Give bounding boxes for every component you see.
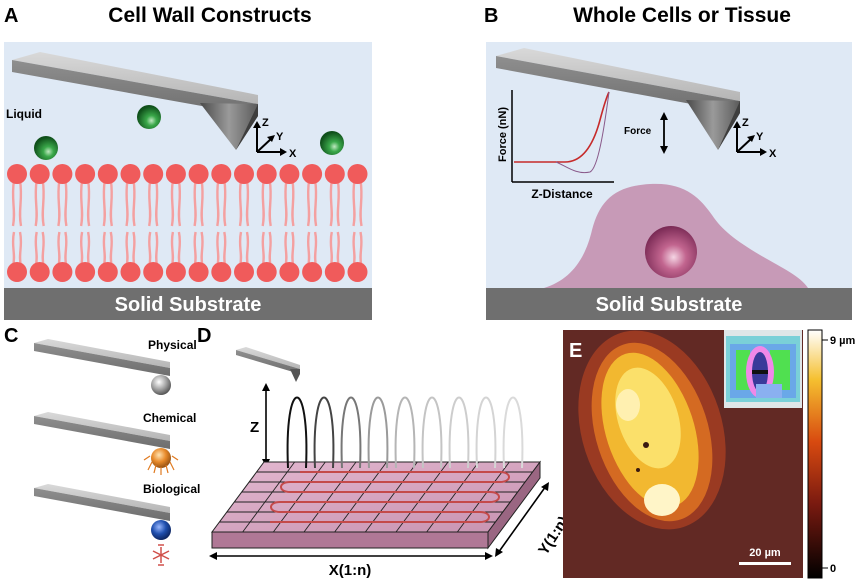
panel-b-cantilever <box>496 48 740 150</box>
lipid-molecule <box>188 164 209 282</box>
axis-z-label: Z <box>262 117 269 129</box>
lipid-molecule <box>165 164 186 282</box>
panel-c-letter: C <box>4 325 18 347</box>
colorbar <box>807 329 823 579</box>
biological-bead-icon <box>151 520 171 540</box>
chemical-bead-icon <box>151 448 171 468</box>
colorbar-max-label: 9 µm <box>830 335 856 347</box>
lipid-molecule <box>211 164 232 282</box>
cell-nucleus <box>645 226 697 278</box>
panel-a-title: Cell Wall Constructs <box>108 4 311 27</box>
axis-z-label: Z <box>742 117 749 129</box>
lipid-molecule <box>52 164 73 282</box>
panel-b-substrate-label: Solid Substrate <box>596 294 743 316</box>
lipid-molecule <box>234 164 254 282</box>
z-arrow-icon <box>262 383 270 467</box>
approach-loop <box>475 396 497 469</box>
approach-loops <box>286 396 524 469</box>
biological-molecule-icon <box>152 544 170 566</box>
panel-a-axes-icon <box>253 121 287 156</box>
probe-label-biological: Biological <box>143 482 200 496</box>
lipid-molecule <box>302 164 323 282</box>
force-arrow-icon <box>660 112 668 154</box>
axis-x-label: X <box>769 148 777 160</box>
force-label: Force <box>624 126 652 137</box>
lipid-molecule <box>279 164 300 282</box>
lipid-molecule <box>29 164 50 282</box>
probe-label-chemical: Chemical <box>143 411 196 425</box>
scan-path <box>270 471 510 523</box>
bead-icon <box>137 105 161 129</box>
panel-a-cantilever <box>12 52 258 150</box>
liquid-label: Liquid <box>6 107 42 121</box>
scale-bar-label: 20 µm <box>749 547 781 559</box>
z-label: Z <box>250 419 259 436</box>
lipid-molecule <box>143 164 164 282</box>
approach-loop <box>394 396 416 469</box>
retract-curve <box>555 91 610 174</box>
force-curve-graph: Force (nN) Z-Distance <box>497 90 614 201</box>
panel-b-axes-icon <box>733 121 767 156</box>
approach-loop <box>502 396 524 469</box>
scan-plate <box>211 460 541 550</box>
axis-x-label: X <box>289 148 297 160</box>
x-label: X(1:n) <box>329 562 372 579</box>
panel-a: A Cell Wall Constructs Liquid Z Y X <box>4 4 372 320</box>
colorbar-min-label: 0 <box>830 563 836 575</box>
panel-d-letter: D <box>197 325 211 347</box>
lipid-bilayer <box>7 164 368 282</box>
afm-inset <box>724 330 802 408</box>
lipid-molecule <box>347 164 368 282</box>
approach-curve <box>514 91 610 163</box>
approach-loop <box>367 396 389 469</box>
panel-a-letter: A <box>4 5 18 27</box>
axis-y-label: Y <box>276 131 284 143</box>
probe-label-physical: Physical <box>148 338 197 352</box>
panel-b-letter: B <box>484 5 498 27</box>
panel-d: D Z X(1:n) <box>197 325 573 579</box>
graph-y-label: Force (nN) <box>497 107 509 162</box>
scale-bar <box>739 562 791 565</box>
panel-e-letter: E <box>569 340 582 362</box>
graph-x-label: Z-Distance <box>531 187 593 201</box>
lipid-molecule <box>120 164 141 282</box>
panel-a-substrate <box>4 288 372 320</box>
lipid-molecule <box>75 164 96 282</box>
approach-loop <box>340 396 362 469</box>
approach-loop <box>448 396 470 469</box>
x-arrow-icon <box>209 552 493 560</box>
lipid-molecule <box>256 164 277 282</box>
approach-loop <box>421 396 443 469</box>
chemical-ligands-icon <box>143 455 179 475</box>
axis-y-label: Y <box>756 131 764 143</box>
y-arrow-icon <box>495 482 549 557</box>
panel-b-substrate <box>486 288 852 320</box>
panel-a-substrate-label: Solid Substrate <box>115 294 262 316</box>
panel-b-title: Whole Cells or Tissue <box>573 4 791 27</box>
lipid-molecule <box>7 164 27 282</box>
physical-bead-icon <box>151 375 171 395</box>
panel-e: E 20 µm 9 µm 0 <box>563 329 856 579</box>
bead-icon <box>34 136 58 160</box>
lipid-molecule <box>97 164 118 282</box>
panel-c: C Physical Chemical Biological <box>4 325 200 566</box>
approach-loop <box>313 396 335 469</box>
lipid-molecule <box>324 164 345 282</box>
bead-icon <box>320 131 344 155</box>
panel-b: B Whole Cells or Tissue Force (nN) Z-Dis… <box>484 4 852 320</box>
approach-loop <box>286 396 308 469</box>
afm-cell <box>578 330 726 530</box>
